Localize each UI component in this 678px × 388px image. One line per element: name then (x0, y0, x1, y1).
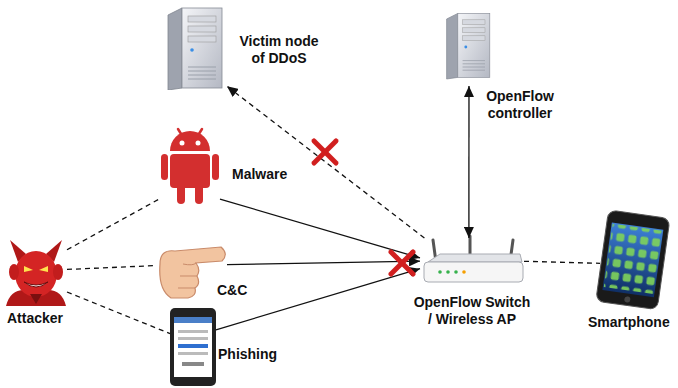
phone-icon (170, 308, 216, 386)
node-label: Smartphone (588, 314, 670, 331)
node-label: Malware (232, 166, 287, 183)
node-label: Attacker (7, 310, 63, 327)
server-icon (447, 13, 490, 79)
cross-mark (391, 252, 413, 274)
server-icon (168, 8, 222, 90)
devil-icon (6, 240, 66, 306)
phishing-app: Phishing (170, 308, 216, 386)
victim-server: Victim node of DDoS (165, 5, 227, 90)
hand-icon (160, 247, 226, 298)
node-label: OpenFlow controller (481, 88, 559, 122)
node-label: C&C (217, 282, 247, 299)
arrow-link (220, 199, 420, 258)
dashed-link (67, 292, 170, 334)
arrow-link (216, 269, 420, 330)
arrow-link (468, 86, 469, 238)
openflow-switch: OpenFlow Switch / Wireless AP (420, 238, 524, 284)
smartphone-device: Smartphone (600, 212, 668, 306)
dashed-link (227, 86, 424, 238)
dashed-link (67, 266, 155, 270)
router-icon (424, 236, 523, 282)
arrow-link (227, 261, 420, 264)
smartphone-icon (596, 210, 670, 310)
node-label: OpenFlow Switch / Wireless AP (411, 294, 533, 328)
malware-app: Malware (160, 128, 220, 208)
attacker-figure: Attacker (5, 240, 67, 306)
node-label: Victim node of DDoS (235, 33, 323, 67)
android-icon (161, 129, 219, 204)
dashed-link (67, 199, 160, 250)
command-control: C&C (155, 230, 227, 300)
node-label: Phishing (218, 346, 277, 363)
dashed-link (524, 261, 600, 263)
controller-server: OpenFlow controller (445, 4, 493, 86)
cross-mark (314, 141, 336, 163)
